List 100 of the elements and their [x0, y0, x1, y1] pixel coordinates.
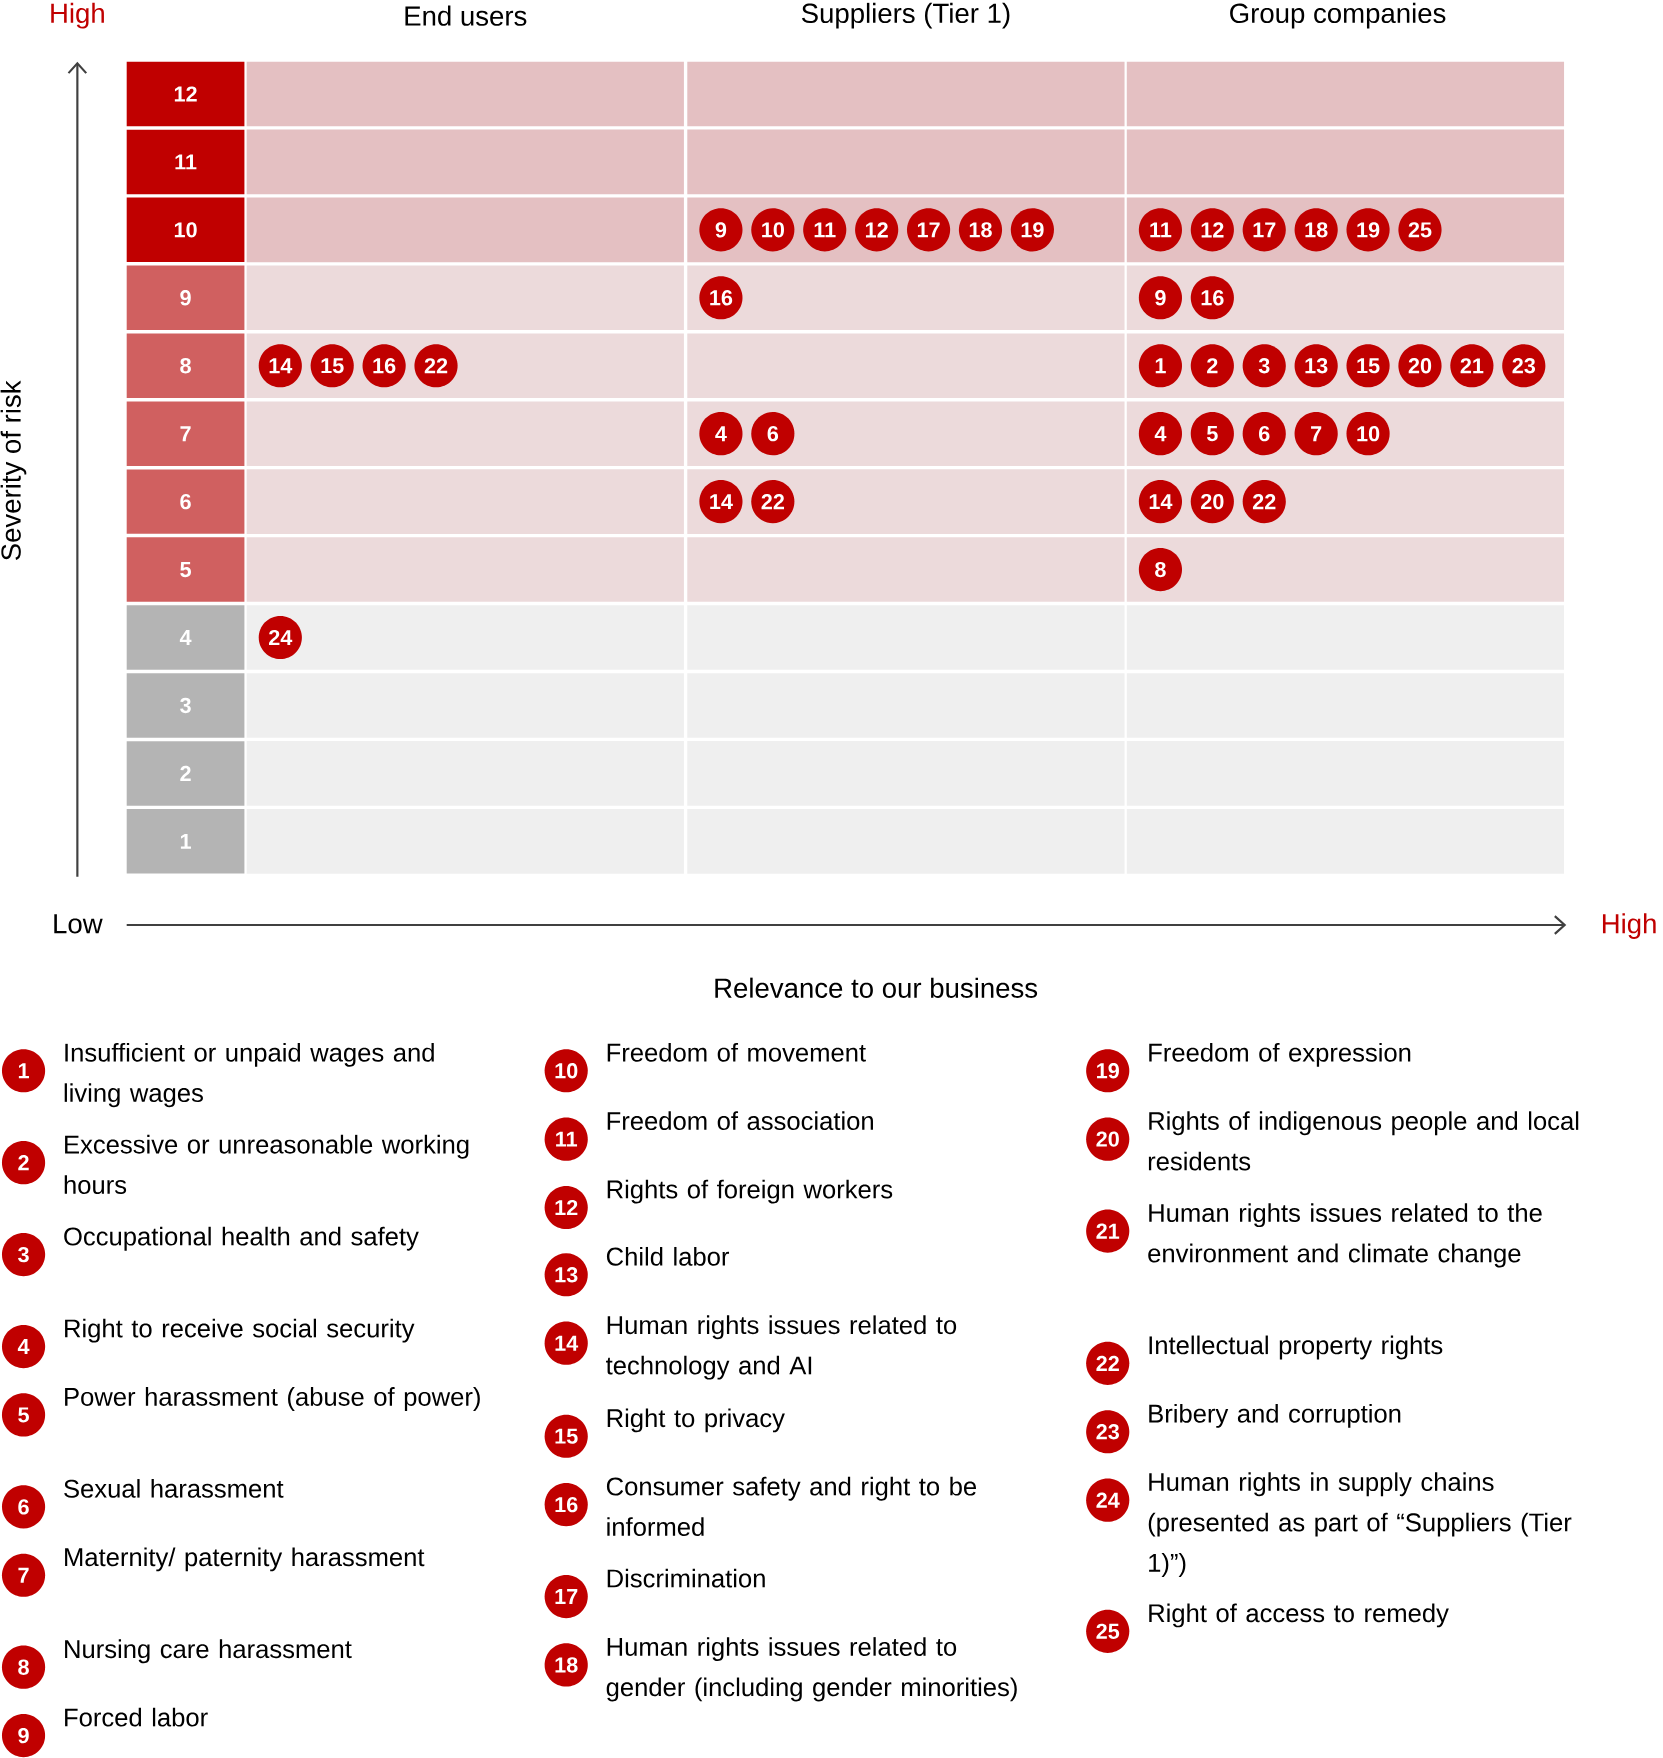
- number-badge: 19: [1010, 208, 1055, 252]
- number-badge: 9: [2, 1714, 46, 1758]
- axis-title: Relevance to our business: [715, 977, 1038, 998]
- item-text: Human rights issues related to technology and AI: [606, 1315, 957, 1380]
- number-badge: 6: [1242, 412, 1286, 456]
- number-badge: 18: [959, 208, 1003, 252]
- item-text: Right to receive social security: [65, 1318, 415, 1343]
- number-badge: 7: [2, 1553, 46, 1597]
- number-badge: 11: [544, 1117, 588, 1161]
- number-badge: 17: [1242, 208, 1286, 252]
- item-text: Human rights in supply chains (presented as part of “Suppliers (Tier 1)”): [1148, 1472, 1572, 1577]
- row-number-box: 9: [126, 265, 245, 331]
- item-text: Discrimination: [607, 1568, 765, 1588]
- number-badge: 5: [1190, 412, 1235, 456]
- item-text: Human rights issues related to the environment and climate change: [1148, 1203, 1542, 1268]
- number-badge: 16: [699, 276, 743, 320]
- number-badge: 19: [1086, 1049, 1130, 1093]
- row-number-box: 3: [126, 673, 245, 738]
- item-text: Human rights issues related to gender (including gender minorities): [606, 1637, 1017, 1702]
- number-badge: 13: [544, 1253, 588, 1297]
- item-text: Freedom of expression: [1149, 1042, 1411, 1067]
- item-text: Nursing care harassment: [65, 1639, 352, 1664]
- number-badge: 20: [1086, 1117, 1130, 1161]
- row-number-box: 11: [126, 129, 245, 195]
- number-badge: 19: [1346, 208, 1390, 252]
- number-badge: 20: [1190, 480, 1235, 524]
- item-text: Power harassment (abuse of power): [65, 1387, 480, 1411]
- item-text: Maternity/ paternity harassment: [65, 1547, 425, 1572]
- number-badge: 15: [544, 1414, 588, 1458]
- number-badge: 4: [1139, 412, 1183, 456]
- row-number-box: 6: [126, 469, 245, 534]
- item-text: Right to privacy: [607, 1408, 786, 1433]
- number-badge: 12: [1190, 208, 1235, 252]
- item-text: Excessive or unreasonable working hours: [64, 1134, 469, 1195]
- number-badge: 13: [1294, 344, 1338, 388]
- number-badge: 9: [1139, 276, 1183, 320]
- item-text: Insufficient or unpaid wages and living wages: [64, 1042, 434, 1108]
- number-badge: 2: [1190, 344, 1235, 388]
- axis-title: Severity of risk: [0, 380, 27, 561]
- number-badge: 16: [362, 344, 406, 388]
- number-badge: 10: [751, 208, 795, 252]
- number-badge: 3: [2, 1233, 46, 1277]
- number-badge: 24: [1086, 1478, 1130, 1522]
- item-text: Consumer safety and right to be informed: [607, 1476, 977, 1536]
- number-badge: 11: [803, 208, 847, 252]
- number-badge: 10: [1346, 412, 1390, 456]
- number-badge: 23: [1502, 344, 1546, 388]
- row-number-box: 10: [126, 197, 245, 263]
- item-text: Forced labor: [65, 1707, 208, 1727]
- number-badge: 8: [1139, 548, 1183, 592]
- number-badge: 10: [544, 1049, 588, 1093]
- axis-label: High: [51, 2, 105, 29]
- row-number-box: 7: [126, 401, 245, 466]
- number-badge: 14: [258, 344, 303, 388]
- item-text: Freedom of movement: [607, 1042, 867, 1062]
- axis-label: Low: [54, 914, 103, 934]
- number-badge: 7: [1294, 412, 1338, 456]
- number-badge: 21: [1086, 1209, 1130, 1253]
- row-number-box: 5: [126, 537, 245, 602]
- number-badge: 18: [1294, 208, 1338, 252]
- number-badge: 1: [2, 1049, 46, 1093]
- number-badge: 14: [699, 480, 743, 524]
- number-badge: 11: [1139, 208, 1183, 252]
- number-badge: 6: [2, 1485, 46, 1529]
- number-badge: 14: [544, 1321, 588, 1365]
- row-number-box: 4: [126, 605, 245, 670]
- axis-label: High: [1603, 913, 1656, 939]
- number-badge: 20: [1398, 344, 1442, 388]
- number-badge: 3: [1242, 344, 1286, 388]
- number-badge: 25: [1086, 1609, 1130, 1653]
- number-badge: 17: [544, 1575, 588, 1619]
- number-badge: 12: [544, 1185, 588, 1230]
- number-badge: 5: [2, 1393, 46, 1437]
- number-badge: 25: [1398, 208, 1442, 252]
- number-badge: 17: [907, 208, 951, 252]
- column-header: Suppliers (Tier 1): [802, 2, 1010, 29]
- number-badge: 22: [414, 344, 458, 388]
- item-text: Sexual harassment: [64, 1479, 284, 1498]
- number-badge: 22: [1086, 1341, 1130, 1385]
- item-text: Freedom of association: [607, 1111, 874, 1131]
- item-text: Rights of foreign workers: [607, 1179, 893, 1204]
- number-badge: 9: [699, 208, 743, 252]
- number-badge: 22: [751, 480, 795, 524]
- column-header: End users: [405, 5, 527, 26]
- number-badge: 6: [751, 412, 795, 456]
- number-badge: 23: [1086, 1410, 1130, 1454]
- number-badge: 4: [699, 412, 743, 456]
- row-number-box: 8: [126, 333, 245, 398]
- row-number-box: 1: [126, 809, 245, 874]
- number-badge: 8: [2, 1645, 46, 1689]
- number-badge: 12: [855, 208, 899, 252]
- number-badge: 24: [258, 615, 303, 660]
- number-badge: 15: [1346, 344, 1390, 388]
- number-badge: 16: [544, 1483, 588, 1527]
- column-header: Group companies: [1230, 2, 1446, 29]
- number-badge: 18: [544, 1643, 588, 1687]
- number-badge: 21: [1450, 344, 1494, 388]
- number-badge: 16: [1190, 276, 1235, 320]
- number-badge: 4: [2, 1324, 46, 1369]
- item-text: Rights of indigenous people and local residents: [1149, 1111, 1579, 1171]
